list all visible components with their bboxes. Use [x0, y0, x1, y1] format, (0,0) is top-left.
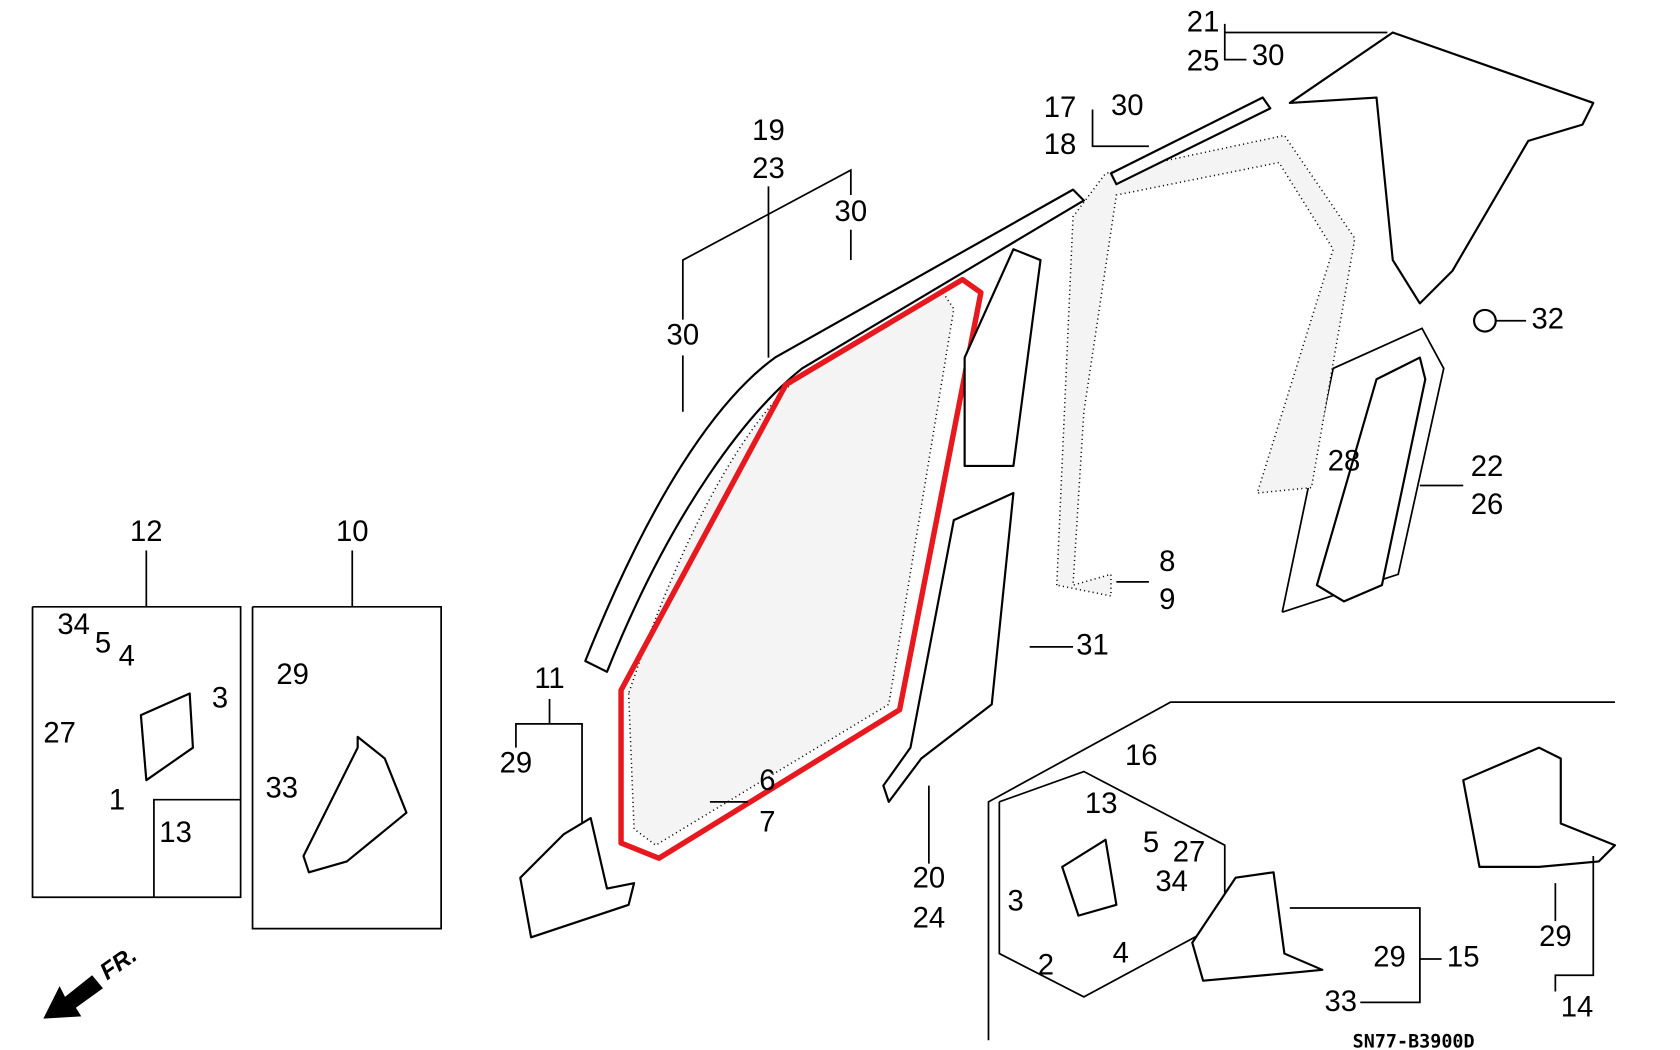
- callout-33: 33: [1324, 986, 1357, 1018]
- rear-door-weatherstrip[interactable]: [1055, 134, 1356, 597]
- cover-12[interactable]: [139, 692, 195, 782]
- callout-15: 15: [1447, 942, 1480, 974]
- callout-1: 1: [109, 785, 125, 817]
- rear-pillar-trim[interactable]: [1288, 31, 1595, 305]
- callout-30: 30: [1252, 40, 1285, 72]
- callout-19: 19: [752, 115, 785, 147]
- group-box-12: [31, 550, 242, 899]
- callout-5: 5: [95, 627, 111, 659]
- callout-25: 25: [1187, 46, 1220, 78]
- callout-14: 14: [1561, 992, 1594, 1024]
- front-arrow-icon: FR.: [43, 941, 142, 1019]
- callout-24: 24: [913, 903, 946, 935]
- kick-panel-10[interactable]: [302, 735, 408, 874]
- callout-9: 9: [1159, 584, 1175, 616]
- callout-29: 29: [1373, 942, 1406, 974]
- front-pillar-trim[interactable]: [584, 188, 1085, 673]
- center-pillar-lower-trim[interactable]: [882, 491, 1015, 803]
- callout-30: 30: [667, 320, 700, 352]
- callout-8: 8: [1159, 546, 1175, 578]
- leader-lines: [515, 23, 1595, 1004]
- rear-side-sill-trim[interactable]: [1315, 356, 1427, 603]
- callout-32: 32: [1531, 303, 1564, 335]
- callout-4: 4: [1113, 937, 1129, 969]
- callout-13: 13: [159, 817, 192, 849]
- callout-17: 17: [1044, 92, 1077, 124]
- callout-30: 30: [835, 196, 868, 228]
- callout-27: 27: [43, 717, 76, 749]
- callouts: 12 10 34 5 4 27 3 1 13 29 33 11 29 19 23…: [43, 7, 1593, 1024]
- kick-panel-14[interactable]: [1462, 746, 1617, 868]
- front-kick-panel[interactable]: [519, 817, 636, 939]
- callout-34: 34: [57, 609, 90, 641]
- group-box-10: [251, 550, 443, 930]
- callout-21: 21: [1187, 7, 1220, 39]
- callout-33: 33: [266, 773, 299, 805]
- callout-27: 27: [1173, 837, 1206, 869]
- callout-11: 11: [534, 663, 564, 695]
- highlighted-part-6-7: [618, 276, 984, 861]
- diagram-code: SN77-B3900D: [1353, 1031, 1475, 1050]
- callout-20: 20: [913, 863, 946, 895]
- callout-26: 26: [1471, 489, 1504, 521]
- callout-5: 5: [1143, 827, 1159, 859]
- callout-28: 28: [1328, 445, 1361, 477]
- callout-16: 16: [1125, 740, 1158, 772]
- callout-29: 29: [1539, 921, 1572, 953]
- callout-29: 29: [500, 748, 533, 780]
- callout-23: 23: [752, 153, 785, 185]
- front-indicator-label: FR.: [95, 941, 142, 985]
- callout-31: 31: [1076, 630, 1109, 662]
- callout-10: 10: [336, 516, 369, 548]
- roof-side-trim[interactable]: [1109, 96, 1272, 186]
- kick-panel-15[interactable]: [1191, 871, 1324, 982]
- callout-22: 22: [1471, 451, 1504, 483]
- clip-32[interactable]: [1472, 308, 1497, 333]
- center-pillar-upper-trim[interactable]: [963, 248, 1042, 468]
- callout-2: 2: [1038, 949, 1054, 981]
- callout-29: 29: [276, 659, 309, 691]
- callout-34: 34: [1155, 866, 1188, 898]
- callout-30: 30: [1111, 90, 1144, 122]
- callout-7: 7: [759, 806, 775, 838]
- cover-16[interactable]: [1061, 838, 1118, 917]
- front-door-weatherstrip[interactable]: [627, 291, 955, 847]
- callout-4: 4: [119, 640, 135, 672]
- callout-3: 3: [1007, 885, 1023, 917]
- callout-18: 18: [1044, 129, 1077, 161]
- callout-12: 12: [130, 516, 163, 548]
- callout-6: 6: [759, 765, 775, 797]
- callout-13: 13: [1085, 788, 1118, 820]
- callout-3: 3: [212, 683, 228, 715]
